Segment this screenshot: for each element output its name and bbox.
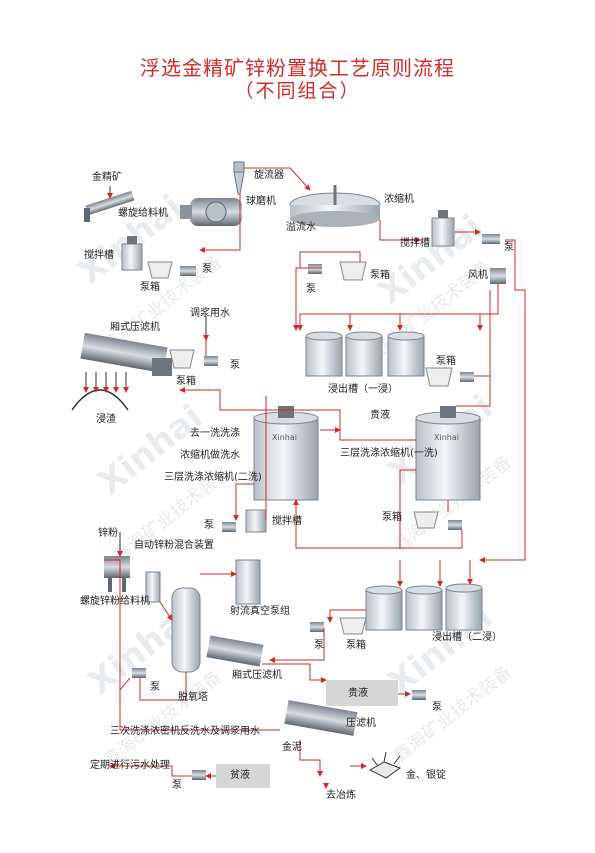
- leach-tank-icon: [305, 331, 425, 377]
- pump-icon: [482, 234, 500, 244]
- residue-pile-icon: [71, 389, 129, 411]
- zinc-mixer-icon: [104, 556, 161, 603]
- label-gold-mud: 金泥: [282, 742, 302, 753]
- label-ball-mill: 球磨机: [246, 196, 276, 207]
- label-auto-mixer: 自动锌粉混合装置: [134, 540, 214, 551]
- label-gold-concentrate: 金精矿: [92, 172, 122, 183]
- cyclone-icon: [233, 161, 245, 195]
- label-wash1: 去一洗洗涤: [190, 428, 240, 439]
- label-agitator: 搅拌槽: [272, 516, 302, 527]
- pump-icon: [448, 520, 462, 530]
- label-pump-box: 泵箱: [370, 270, 390, 281]
- label-agitation-tank: 搅拌槽: [400, 238, 430, 249]
- fan-icon: [490, 268, 506, 284]
- ball-mill-icon: [180, 198, 242, 226]
- label-backwash: 三次洗涤浓密机反洗水及调浆用水: [110, 726, 260, 737]
- leach-tank-icon: [365, 583, 483, 631]
- pump-box-icon: [425, 367, 453, 387]
- pump-icon: [222, 522, 236, 532]
- label-barren-solution: 贫液: [230, 770, 250, 781]
- label-screw-feeder: 螺旋给料机: [118, 208, 168, 219]
- label-thickener: 浓缩机: [384, 194, 414, 205]
- three-layer-thickener-icon: Xinhai: [253, 406, 319, 501]
- agitator-icon: [245, 509, 267, 533]
- three-layer-thickener-icon: Xinhai: [415, 406, 481, 501]
- label-pump: 泵: [432, 702, 442, 713]
- pump-box-icon: [413, 511, 439, 529]
- label-to-smelting: 去冶炼: [326, 790, 356, 801]
- agitation-tank-icon: [431, 210, 455, 247]
- label-slurry-water: 调浆用水: [190, 308, 230, 319]
- label-fan: 风机: [468, 270, 488, 281]
- logo-text: Xinhai: [434, 433, 459, 442]
- pump-icon: [180, 266, 196, 276]
- pump-icon: [192, 770, 206, 780]
- label-pump: 泵: [306, 284, 316, 295]
- label-pump-box: 泵箱: [140, 282, 160, 293]
- label-pump: 泵: [202, 264, 212, 275]
- pump-box-icon: [339, 261, 367, 281]
- screw-feeder-icon: [84, 190, 135, 222]
- label-three-layer-right: 三层洗涤浓缩机(一洗): [340, 448, 438, 459]
- label-pump: 泵: [150, 682, 160, 693]
- label-pump-box: 泵箱: [382, 512, 402, 523]
- deoxygenation-tower-icon: [171, 587, 201, 673]
- pump-box-icon: [147, 261, 173, 279]
- label-agitator: 搅拌槽: [84, 250, 114, 261]
- label-sewage: 定期进行污水处理: [90, 760, 170, 771]
- process-arrows: [83, 186, 329, 789]
- barren-solution-tank: [216, 764, 270, 788]
- label-zinc-powder: 锌粉: [98, 528, 118, 539]
- pregnant-solution-tank: [326, 680, 398, 706]
- label-screw-zinc-feeder: 螺旋锌粉给料机: [80, 596, 150, 607]
- label-jet-vacuum: 射流真空泵组: [230, 606, 290, 617]
- label-leach-residue: 浸渣: [96, 414, 116, 425]
- pump-box-icon: [339, 617, 367, 635]
- label-three-layer-left: 三层洗涤浓缩机(二洗): [164, 472, 262, 483]
- filter-press-icon: [284, 700, 358, 736]
- pipe-network: [104, 167, 526, 779]
- jet-vacuum-pump-icon: [235, 559, 261, 605]
- label-pump-box: 泵箱: [346, 640, 366, 651]
- label-leach-tank-2: 浸出槽（二浸）: [432, 632, 502, 643]
- label-deox-tower: 脱氧塔: [178, 692, 208, 703]
- agitator-icon: [121, 236, 143, 271]
- label-filter-press: 压滤机: [346, 718, 376, 729]
- pump-icon: [204, 356, 218, 366]
- pump-box-icon: [169, 349, 195, 369]
- label-pump: 泵: [314, 640, 324, 651]
- plate-filter-press-icon: [80, 332, 172, 376]
- pump-icon: [308, 264, 322, 274]
- label-gold-silver: 金、银锭: [406, 770, 446, 781]
- logo-text: Xinhai: [272, 433, 297, 442]
- label-leach-tank-1: 浸出槽（一浸）: [328, 384, 398, 395]
- label-pump: 泵: [172, 780, 182, 791]
- label-pregnant-solution: 贵液: [370, 410, 390, 421]
- label-overflow-water: 溢流水: [286, 222, 316, 233]
- label-pump: 泵: [504, 242, 514, 253]
- label-pump-box: 泵箱: [176, 376, 196, 387]
- pump-icon: [460, 372, 474, 382]
- page-subtitle: （不同组合）: [234, 80, 361, 102]
- plate-filter-press-icon: [206, 635, 264, 667]
- label-cyclone: 旋流器: [254, 170, 284, 181]
- pump-icon: [412, 690, 426, 700]
- label-pump-box: 泵箱: [436, 356, 456, 367]
- label-plate-filter: 厢式压滤机: [232, 670, 282, 681]
- label-wash-water: 浓缩机做洗水: [180, 450, 240, 461]
- gold-ingot-icon: [368, 751, 402, 779]
- label-pregnant-box: 贵液: [348, 688, 368, 699]
- thickener-icon: [289, 185, 381, 227]
- pump-icon: [310, 622, 324, 632]
- pump-icon: [132, 668, 146, 678]
- page-title: 浮选金精矿锌粉置换工艺原则流程: [140, 56, 455, 80]
- label-pump: 泵: [230, 360, 240, 371]
- label-pump: 泵: [204, 520, 214, 531]
- label-plate-filter: 厢式压滤机: [110, 322, 160, 333]
